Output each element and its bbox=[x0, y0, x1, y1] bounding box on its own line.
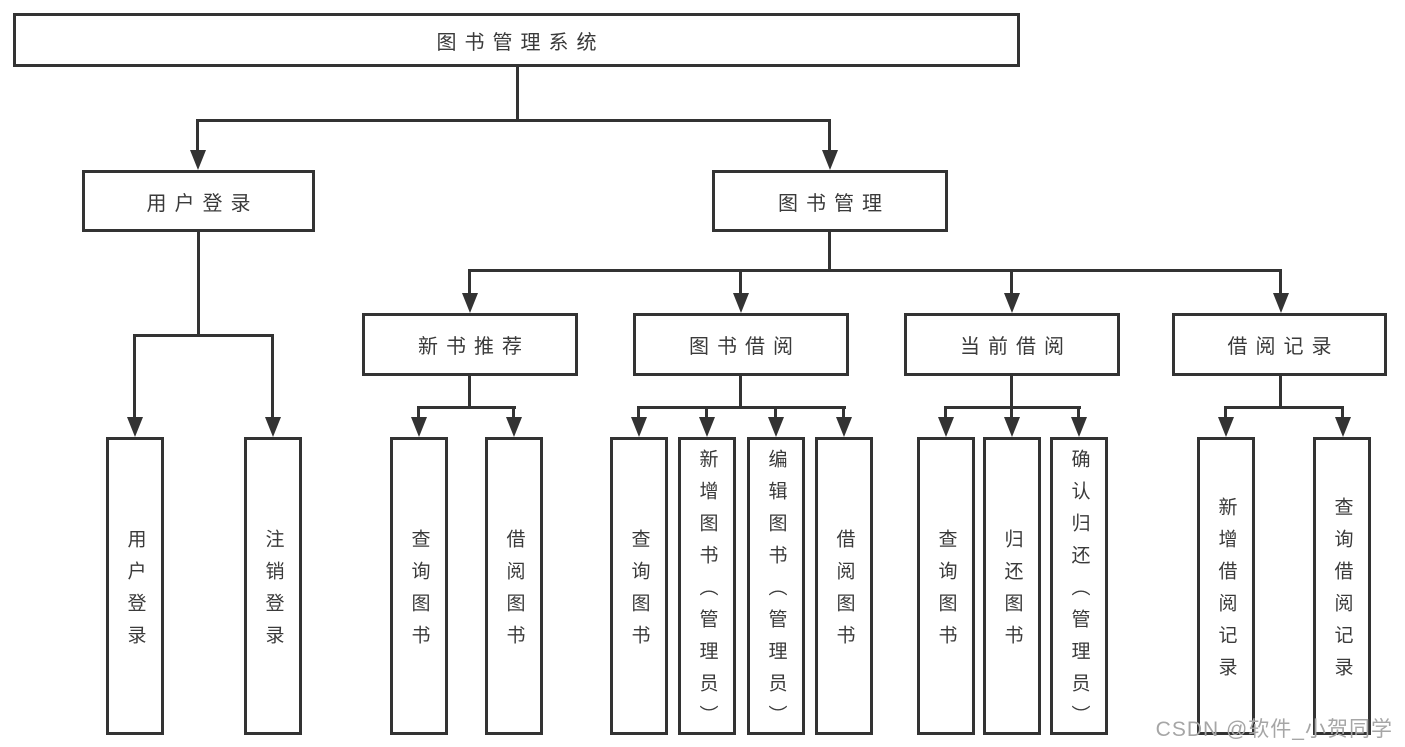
arrow-to-leaf-user-login bbox=[133, 334, 136, 417]
leaf-add-book-admin-label: 新增图书（管理员） bbox=[696, 448, 718, 737]
connector-borrow-records-hline bbox=[1224, 406, 1344, 409]
leaf-confirm-return-admin: 确认归还（管理员） bbox=[1050, 437, 1108, 737]
arrow-to-leaf-add-record bbox=[1224, 406, 1227, 417]
connector-root-stub bbox=[516, 66, 519, 121]
arrow-to-book-mgmt bbox=[828, 119, 831, 150]
leaf-query-books-3-label: 查询图书 bbox=[935, 528, 957, 657]
connector-new-book-stub bbox=[468, 375, 471, 408]
arrow-to-new-book bbox=[468, 269, 471, 293]
arrow-to-book-borrow bbox=[739, 269, 742, 293]
leaf-borrow-books-2: 借阅图书 bbox=[815, 437, 873, 735]
node-borrow-records: 借阅记录 bbox=[1172, 313, 1387, 376]
connector-user-login-stub bbox=[197, 231, 200, 336]
leaf-query-books-1: 查询图书 bbox=[390, 437, 448, 735]
connector-book-mgmt-stub bbox=[828, 231, 831, 271]
leaf-query-books-3: 查询图书 bbox=[917, 437, 975, 735]
leaf-query-books-2: 查询图书 bbox=[610, 437, 668, 735]
arrow-to-leaf-logout bbox=[271, 334, 274, 417]
leaf-borrow-books-1: 借阅图书 bbox=[485, 437, 543, 735]
leaf-user-login-label: 用户登录 bbox=[124, 528, 146, 657]
leaf-query-books-1-label: 查询图书 bbox=[408, 528, 430, 657]
arrow-to-leaf-borrow-books-2 bbox=[842, 406, 845, 417]
leaf-logout: 注销登录 bbox=[244, 437, 302, 735]
connector-root-hline bbox=[197, 119, 831, 122]
leaf-add-borrow-record: 新增借阅记录 bbox=[1197, 437, 1255, 735]
node-current-borrow-label: 当前借阅 bbox=[960, 336, 1072, 358]
arrow-to-leaf-query-record bbox=[1341, 406, 1344, 417]
arrow-to-leaf-query-books-1 bbox=[417, 406, 420, 417]
node-book-borrow: 图书借阅 bbox=[633, 313, 849, 376]
arrow-to-leaf-edit-book bbox=[774, 406, 777, 417]
connector-current-borrow-stub bbox=[1010, 375, 1013, 408]
arrow-to-leaf-borrow-books-1 bbox=[512, 406, 515, 417]
connector-book-borrow-stub bbox=[739, 375, 742, 408]
leaf-borrow-books-2-label: 借阅图书 bbox=[833, 528, 855, 657]
connector-borrow-records-stub bbox=[1279, 375, 1282, 408]
node-current-borrow: 当前借阅 bbox=[904, 313, 1120, 376]
csdn-watermark: CSDN @软件_小贺同学 bbox=[1155, 718, 1393, 741]
arrow-to-leaf-query-books-2 bbox=[637, 406, 640, 417]
node-root-label: 图书管理系统 bbox=[436, 31, 605, 54]
arrow-to-user-login bbox=[196, 119, 199, 150]
node-book-mgmt: 图书管理 bbox=[712, 170, 948, 232]
connector-new-book-hline bbox=[417, 406, 516, 409]
arrow-to-borrow-records bbox=[1279, 269, 1282, 293]
leaf-return-book: 归还图书 bbox=[983, 437, 1041, 735]
arrow-to-leaf-return-book bbox=[1010, 406, 1013, 417]
node-new-book-recommend: 新书推荐 bbox=[362, 313, 578, 376]
leaf-add-book-admin: 新增图书（管理员） bbox=[678, 437, 736, 737]
arrow-to-leaf-query-books-3 bbox=[944, 406, 947, 417]
arrow-to-leaf-confirm-return bbox=[1077, 406, 1080, 417]
node-book-mgmt-label: 图书管理 bbox=[778, 192, 890, 215]
node-root: 图书管理系统 bbox=[13, 13, 1020, 67]
leaf-logout-label: 注销登录 bbox=[262, 528, 284, 657]
arrow-to-leaf-add-book bbox=[705, 406, 708, 417]
leaf-edit-book-admin-label: 编辑图书（管理员） bbox=[765, 448, 787, 737]
leaf-user-login: 用户登录 bbox=[106, 437, 164, 735]
arrow-to-current-borrow bbox=[1010, 269, 1013, 293]
node-book-borrow-label: 图书借阅 bbox=[689, 336, 801, 358]
leaf-borrow-books-1-label: 借阅图书 bbox=[503, 528, 525, 657]
connector-book-mgmt-hline bbox=[468, 269, 1282, 272]
node-borrow-records-label: 借阅记录 bbox=[1227, 336, 1340, 358]
leaf-add-borrow-record-label: 新增借阅记录 bbox=[1215, 496, 1237, 689]
leaf-confirm-return-admin-label: 确认归还（管理员） bbox=[1068, 448, 1090, 737]
connector-user-login-hline bbox=[133, 334, 274, 337]
connector-book-borrow-hline bbox=[637, 406, 846, 409]
leaf-edit-book-admin: 编辑图书（管理员） bbox=[747, 437, 805, 737]
leaf-query-borrow-record: 查询借阅记录 bbox=[1313, 437, 1371, 735]
leaf-return-book-label: 归还图书 bbox=[1001, 528, 1023, 657]
node-user-login: 用户登录 bbox=[82, 170, 315, 232]
leaf-query-borrow-record-label: 查询借阅记录 bbox=[1331, 496, 1353, 689]
leaf-query-books-2-label: 查询图书 bbox=[628, 528, 650, 657]
node-new-book-recommend-label: 新书推荐 bbox=[418, 336, 530, 358]
node-user-login-label: 用户登录 bbox=[146, 192, 259, 215]
